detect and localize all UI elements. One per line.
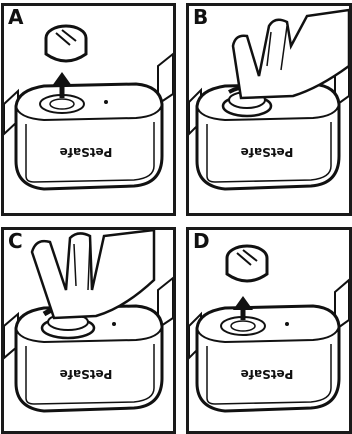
- panel-c: PetSafe C: [1, 227, 176, 434]
- panel-letter-c: C: [8, 231, 23, 251]
- panel-b: PetSafe B: [186, 3, 352, 216]
- panel-letter-a: A: [8, 7, 23, 27]
- collar-illustration-b: PetSafe: [189, 6, 349, 213]
- brand-label-d: PetSafe: [241, 367, 294, 381]
- panel-a: PetSafe A: [1, 3, 176, 216]
- brand-label-a: PetSafe: [60, 145, 113, 159]
- panel-letter-b: B: [193, 7, 208, 27]
- brand-label-b: PetSafe: [241, 145, 294, 159]
- collar-illustration-d: PetSafe: [189, 230, 349, 431]
- panel-d: PetSafe D: [186, 227, 352, 434]
- collar-illustration-a: PetSafe: [4, 6, 173, 213]
- brand-label-c: PetSafe: [60, 367, 113, 381]
- panel-letter-d: D: [193, 231, 210, 251]
- collar-illustration-c: PetSafe: [4, 230, 173, 431]
